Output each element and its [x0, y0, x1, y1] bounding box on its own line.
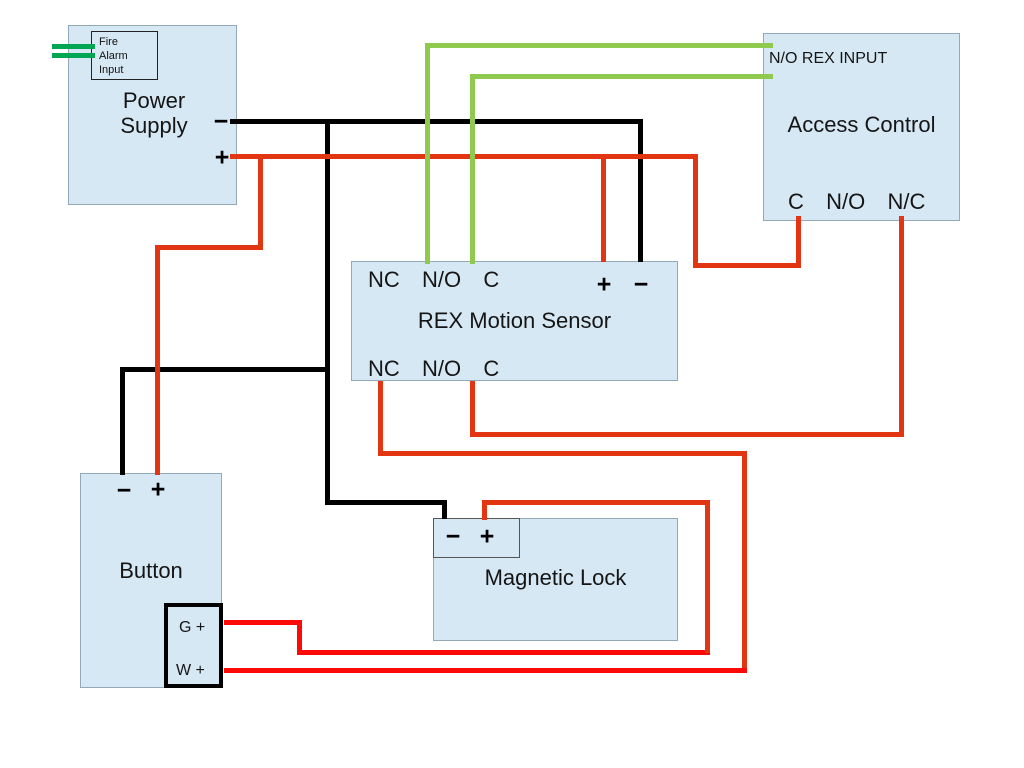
wire-ps-positive-bus [693, 263, 801, 268]
wire-lock-positive-riser [482, 500, 710, 505]
rex-top-terminals: NC N/O C [368, 267, 500, 292]
wire-rex-nc-to-button-w [742, 451, 747, 673]
wire-negative-branch-to-button-and-lock [325, 500, 447, 505]
button-w-terminal: W + [176, 662, 205, 679]
magnetic-lock-terminal-box [433, 518, 520, 558]
wire-negative-branch-to-button-and-lock [442, 500, 447, 519]
rex-input-label: N/O REX INPUT [769, 50, 888, 67]
wire-rex-c-to-ac-rex-input [470, 74, 773, 79]
wire-rex-nc-to-button-w [378, 451, 747, 456]
button-negative-terminal: − [116, 476, 132, 505]
wire-ps-negative-to-rex-negative [230, 119, 643, 124]
magnetic-lock-label: Magnetic Lock [484, 565, 627, 590]
fire-alarm-line-2: Alarm [99, 50, 128, 62]
wire-button-g-run [297, 620, 302, 655]
wire-lock-positive-riser [705, 500, 710, 653]
wire-ps-positive-bus [693, 154, 698, 268]
wire-ps-positive-bus [230, 154, 698, 159]
wire-ps-positive-bus [155, 245, 263, 250]
magnetic-lock-positive-terminal: + [479, 522, 495, 551]
magnetic-lock-negative-terminal: − [445, 522, 461, 551]
button-positive-terminal: + [150, 475, 166, 504]
button-box: − + Button G + W + [80, 473, 223, 688]
wire-lock-positive-riser [482, 500, 487, 520]
rex-negative-terminal: − [633, 270, 649, 299]
wire-ps-positive-bus [155, 245, 160, 475]
access-control-box: N/O REX INPUT Access Control C N/O N/C [763, 33, 960, 221]
rex-motion-sensor-box: NC N/O C + − REX Motion Sensor NC N/O C [351, 261, 678, 381]
power-supply-box: Fire Alarm Input Power Supply − + [68, 25, 237, 205]
fire-alarm-line-1: Fire [99, 36, 118, 48]
rex-motion-sensor-label: REX Motion Sensor [417, 308, 612, 333]
wire-button-w-run [224, 668, 747, 673]
fire-alarm-line-3: Input [99, 64, 124, 76]
access-control-terminals: C N/O N/C [788, 189, 926, 214]
button-g-terminal: G + [179, 619, 206, 636]
access-control-label: Access Control [787, 112, 936, 137]
wire-rex-c-to-ac-nc [899, 216, 904, 437]
wire-negative-branch-to-button-and-lock [120, 367, 330, 372]
power-supply-negative-terminal: − [213, 107, 229, 136]
wire-rex-c-to-ac-nc [470, 381, 475, 437]
wire-ps-positive-bus [258, 154, 263, 250]
wire-ps-positive-bus [601, 154, 606, 262]
button-label: Button [119, 558, 183, 583]
wire-rex-no-to-ac-rex-input [425, 43, 430, 264]
rex-positive-terminal: + [596, 270, 612, 299]
wire-button-g-run [297, 650, 710, 655]
wire-negative-branch-to-button-and-lock [120, 367, 125, 475]
magnetic-lock-box: − + Magnetic Lock [433, 518, 678, 641]
wire-negative-branch-to-button-and-lock [325, 119, 330, 505]
wire-ps-positive-bus [796, 216, 801, 268]
wire-rex-c-to-ac-rex-input [470, 74, 475, 264]
wire-ps-negative-to-rex-negative [638, 119, 643, 262]
wire-rex-c-to-ac-nc [470, 432, 904, 437]
power-supply-positive-terminal: + [214, 143, 230, 172]
power-supply-label: Power Supply [120, 88, 188, 139]
button-gw-terminal-box: G + W + [164, 603, 223, 688]
wire-button-g-run [224, 620, 302, 625]
fire-alarm-input-box: Fire Alarm Input [91, 31, 158, 80]
wire-rex-nc-to-button-w [378, 381, 383, 456]
wire-rex-no-to-ac-rex-input [425, 43, 773, 48]
rex-bottom-terminals: NC N/O C [368, 356, 500, 381]
